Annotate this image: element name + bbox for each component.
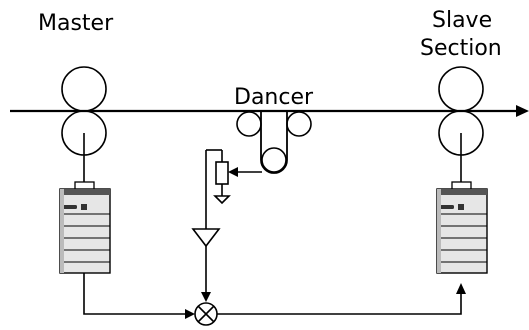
ground-symbol (213, 195, 231, 205)
master-roll-stand (61, 66, 107, 182)
dancer-web-loop (260, 112, 288, 174)
dancer-assembly (228, 111, 312, 177)
summing-junction (194, 302, 218, 326)
dancer-label: Dancer (234, 85, 314, 110)
potentiometer (191, 149, 231, 302)
dancer-left-guide-roller (236, 111, 262, 137)
slave-roll-stand (438, 66, 484, 182)
slave-label-line1: Slave (432, 8, 492, 33)
dancer-right-guide-roller (286, 111, 312, 137)
material-web (10, 105, 529, 117)
master-upper-roller (61, 66, 107, 112)
slave-upper-roller (438, 66, 484, 112)
master-drive (59, 181, 111, 274)
slave-drive (436, 181, 488, 274)
master-label: Master (38, 11, 114, 36)
dancer-roller (261, 147, 287, 173)
signal-lines (83, 273, 466, 319)
potentiometer-body (215, 161, 229, 185)
amplifier-symbol (191, 228, 221, 248)
slave-label-line2: Section (420, 36, 502, 61)
web-direction-arrow (516, 105, 529, 117)
